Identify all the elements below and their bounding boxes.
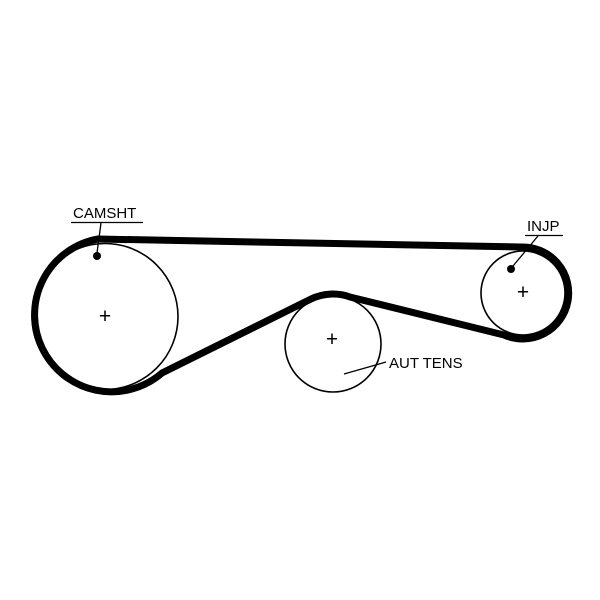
tensioner-pulley: [284, 295, 382, 393]
injection-pump-label-group: INJP: [507, 218, 563, 273]
injection-pump-center-mark-icon: +: [517, 281, 529, 304]
camshaft-pulley: [31, 242, 179, 391]
injection-pump-label: INJP: [527, 218, 560, 235]
injection-pump-leader-line: [512, 235, 539, 267]
camshaft-label-group: CAMSHT: [71, 205, 143, 260]
camshaft-leader-line: [96, 222, 102, 254]
camshaft-center-mark-icon: +: [99, 305, 111, 328]
injection-pump-point-marker: [507, 265, 515, 273]
camshaft-point-marker: [93, 252, 101, 260]
timing-belt: [31, 235, 573, 396]
tensioner-label: AUT TENS: [389, 355, 463, 372]
camshaft-label: CAMSHT: [73, 205, 136, 222]
injection-pump-pulley: [480, 250, 566, 336]
tensioner-leader-line: [343, 361, 387, 375]
tensioner-label-group: AUT TENS: [343, 355, 463, 375]
tensioner-center-mark-icon: +: [326, 328, 338, 351]
